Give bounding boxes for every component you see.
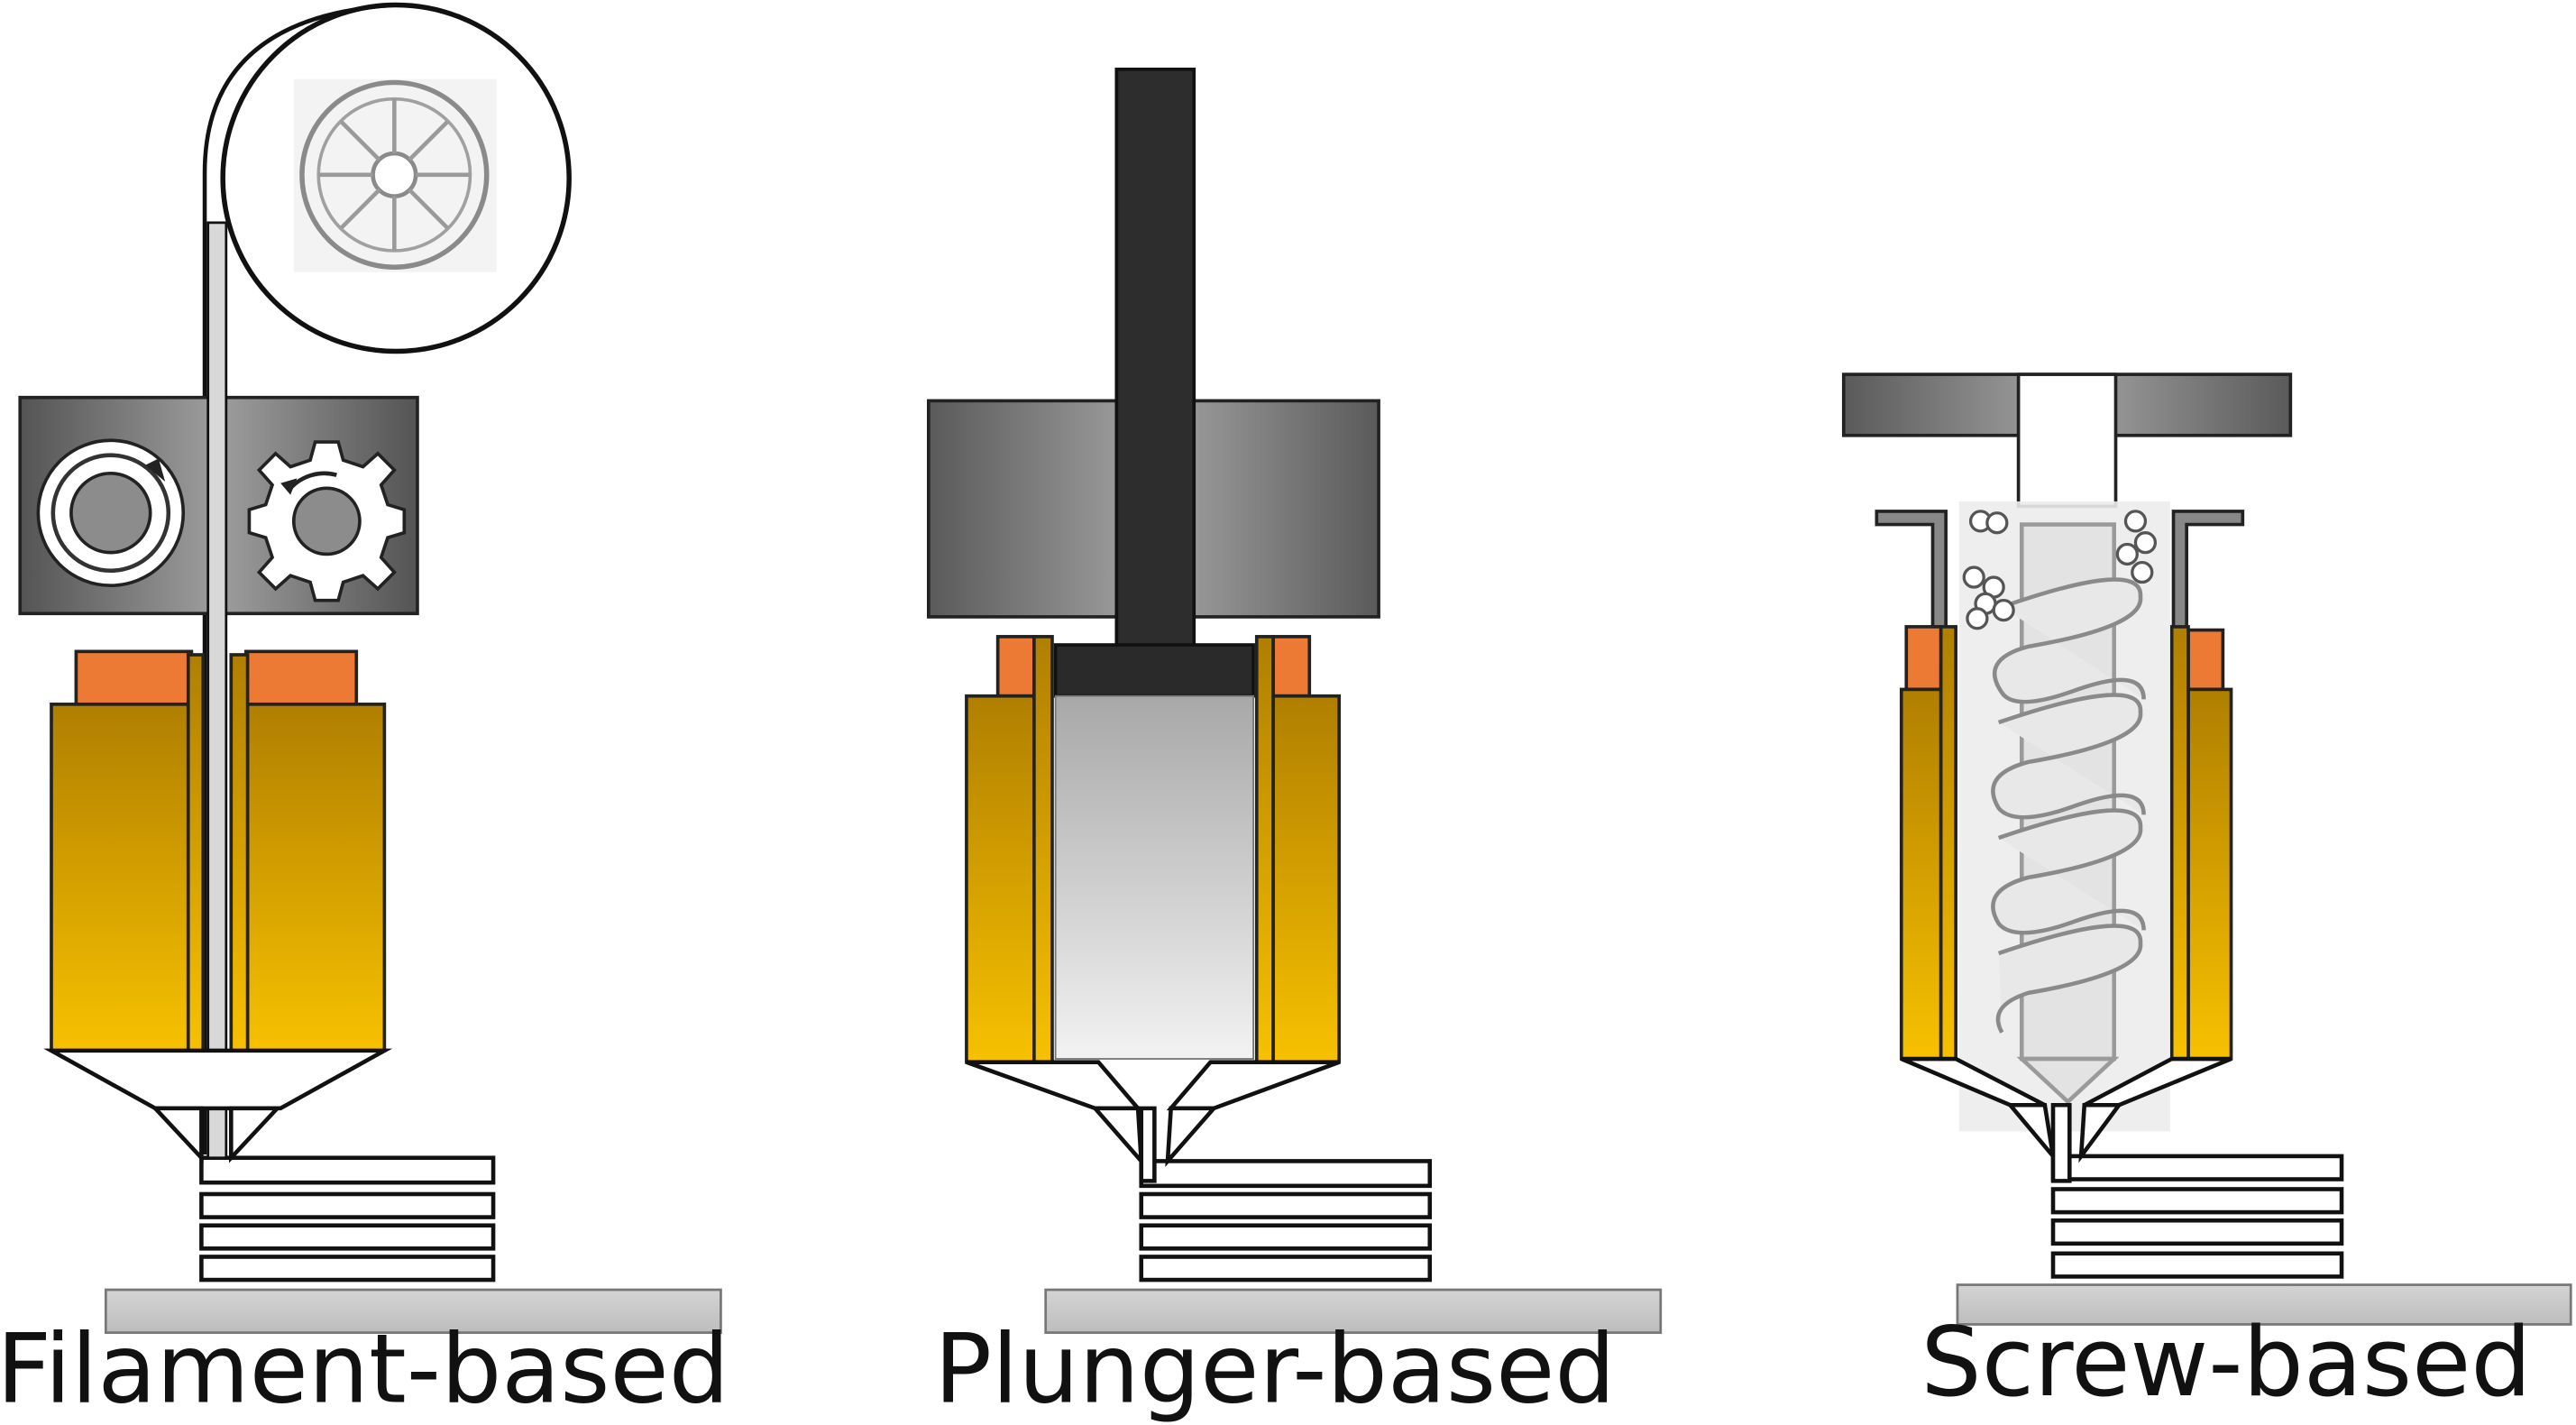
- plunger-heater-cap-left: [995, 635, 1036, 698]
- screw-extruder: [1841, 372, 2572, 1326]
- plunger-heater-right: [1271, 694, 1342, 1064]
- plunger-head: [1053, 643, 1255, 698]
- drive-roller-icon: [36, 438, 186, 588]
- screw-shaft: [2016, 372, 2118, 509]
- spool-icon: [220, 2, 572, 354]
- screw-build-plate: [1956, 1283, 2572, 1326]
- screw-heater-right: [2186, 687, 2233, 1061]
- plunger-build-plate: [1044, 1288, 1663, 1334]
- screw-liner-right: [2169, 625, 2190, 1061]
- plunger-heater-cap-right: [1271, 635, 1312, 698]
- plunger-liner-right: [1254, 635, 1275, 1064]
- filament-deposited-layers: [199, 1155, 496, 1282]
- screw-heater-cap-right: [2186, 628, 2225, 692]
- plunger-rod: [1114, 67, 1196, 652]
- screw-nozzle: [1900, 1056, 2232, 1183]
- screw-hopper-right: [2171, 510, 2245, 642]
- plunger-heater-left: [965, 694, 1036, 1064]
- filament-liner-right: [229, 653, 250, 1053]
- screw-label: Screw-based: [1921, 1308, 2531, 1419]
- drive-gear-icon: [247, 440, 407, 602]
- plunger-extruder: [927, 67, 1663, 1334]
- filament-heater-cap-right: [243, 649, 359, 706]
- filament-heater-cap-left: [74, 649, 194, 706]
- plunger-deposited-layers: [1139, 1159, 1433, 1282]
- screw-heater-cap-left: [1904, 625, 1943, 692]
- filament-in-nozzle: [206, 221, 228, 1160]
- auger-screw-icon: [1991, 522, 2146, 1105]
- filament-heater-right: [245, 703, 387, 1053]
- filament-heater-left: [50, 703, 190, 1053]
- plunger-nozzle: [966, 1060, 1340, 1183]
- plunger-label: Plunger-based: [934, 1314, 1616, 1425]
- filament-build-plate: [104, 1288, 722, 1334]
- screw-liner-left: [1939, 625, 1957, 1061]
- screw-deposited-layers: [2050, 1154, 2344, 1279]
- plunger-liner-left: [1032, 635, 1054, 1064]
- screw-heater-left: [1899, 687, 1943, 1061]
- pellet-icon: [1962, 510, 2158, 630]
- filament-label: Filament-based: [0, 1314, 729, 1425]
- filament-nozzle: [43, 1048, 393, 1163]
- screw-hopper-left: [1875, 510, 1948, 642]
- filament-liner-left: [186, 653, 206, 1053]
- filament-strand: [202, 3, 397, 1155]
- filament-extruder: [18, 2, 722, 1334]
- plunger-barrel-material: [1054, 694, 1255, 1060]
